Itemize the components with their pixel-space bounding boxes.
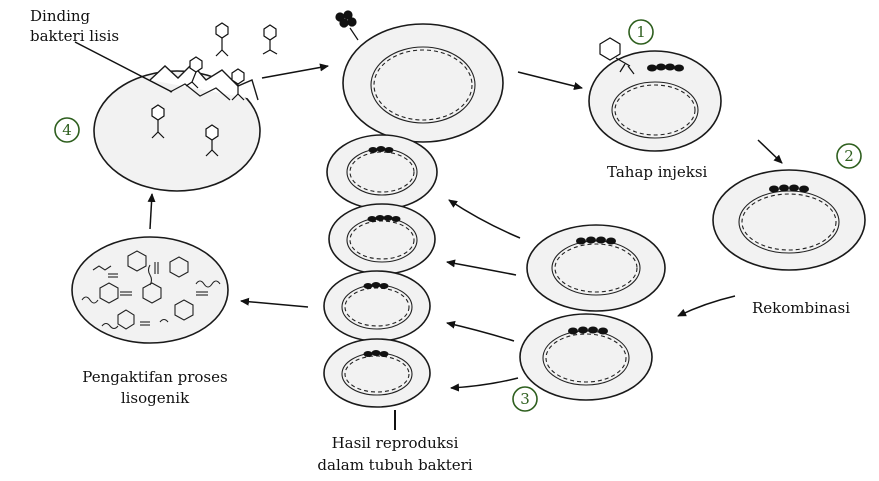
lysed-bacterium-cell (94, 64, 260, 191)
lysogenic-activation-cell (72, 237, 228, 343)
label-recombination: Rekombinasi (752, 299, 850, 317)
label-lysogenic-line1: Pengaktifan proses (82, 368, 227, 386)
step-badge-4: 4 (55, 118, 79, 142)
label-reproduction-line1: Hasil reproduksi (332, 434, 459, 452)
step-badge-2: 2 (837, 144, 861, 168)
bacterium-right-lower (520, 314, 652, 400)
reproduced-cell-1 (327, 135, 437, 209)
attached-phage (336, 11, 358, 40)
label-lysogenic-line2: lisogenik (121, 389, 190, 407)
label-reproduction-line2: dalam tubuh bakteri (317, 456, 472, 474)
label-injection: Tahap injeksi (607, 163, 708, 181)
svg-text:2: 2 (844, 147, 854, 165)
reproduced-cell-3 (324, 271, 430, 341)
label-wall-lysis-line2: bakteri lisis (30, 27, 119, 45)
svg-text:4: 4 (62, 121, 72, 139)
bacterium-attachment (336, 11, 503, 142)
reproduced-cell-4 (324, 339, 430, 407)
bacterium-right-upper (527, 225, 665, 311)
label-wall-lysis-line1: Dinding (30, 7, 91, 25)
svg-text:1: 1 (636, 23, 646, 41)
svg-text:3: 3 (520, 390, 530, 408)
bacterium-recombination (713, 170, 865, 270)
bacterium-injection (589, 38, 721, 151)
step-badge-1: 1 (629, 20, 653, 44)
step-badge-3: 3 (513, 387, 537, 411)
reproduced-cell-2 (329, 204, 435, 274)
